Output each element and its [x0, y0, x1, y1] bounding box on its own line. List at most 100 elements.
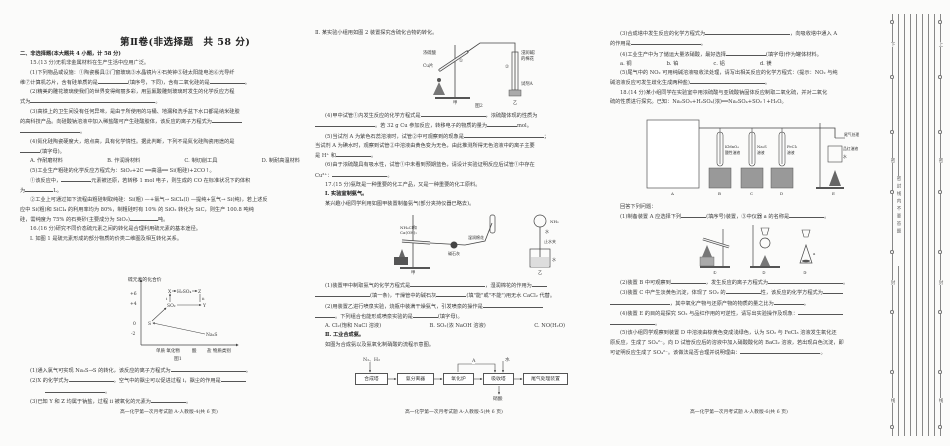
seal-circle — [938, 190, 942, 194]
answer-blank[interactable] — [315, 121, 375, 128]
option-b: b. 铂 — [666, 60, 679, 67]
q16-2-text: (2)X 的化学式为 — [30, 378, 69, 385]
q15-3-text2: 的高科技产品。向硅酸钠溶液中加入稀盐酸可产生硅酸胶体，该反应的离子方程式为 — [20, 119, 212, 126]
answer-blank[interactable] — [335, 151, 371, 158]
q17-3-text: (3)合成塔中发生反应的化学方程式为 — [620, 31, 706, 37]
chart-svg: 硫元素的化合价 +6 +4 0 -2 单质 氧化物 酸 盐 物质类别 X H₂S… — [128, 276, 239, 354]
answer-blank[interactable] — [610, 319, 655, 326]
q17-1-text2: ，湿润棉花的作用为 — [485, 283, 532, 289]
svg-text:湿润棉花: 湿润棉花 — [468, 234, 484, 240]
q16-4-text3: 。若 32 g Cu 参加反应，转移电子的物质的量为 — [375, 123, 488, 130]
answer-blank[interactable] — [482, 302, 543, 308]
answer-blank[interactable] — [211, 117, 242, 124]
setup-options-figure: a ① ② ③ — [695, 225, 825, 275]
answer-blank[interactable] — [129, 215, 158, 222]
answer-blank[interactable] — [420, 111, 486, 117]
answer-blank[interactable] — [410, 281, 486, 287]
seal-notice: 密封线内不要答题 — [895, 176, 901, 266]
answer-blank[interactable] — [681, 212, 707, 219]
answer-blank[interactable] — [30, 97, 156, 104]
answer-blank[interactable] — [220, 376, 246, 383]
answer-blank[interactable] — [436, 291, 467, 298]
answer-blank[interactable] — [68, 376, 114, 383]
svg-text:i: i — [166, 296, 168, 301]
svg-text:-2: -2 — [131, 331, 136, 337]
answer-blank[interactable] — [97, 78, 128, 84]
answer-blank[interactable] — [150, 397, 186, 403]
answer-blank[interactable] — [689, 78, 765, 85]
seal-mark: 下 — [889, 42, 895, 47]
q17-stem: 17.(15 分)氨既是一种重要的化工产品，又是一种重要的化工原料。 — [325, 182, 481, 189]
flow-box-absorber: 吸收塔 — [483, 373, 514, 385]
svg-text:B: B — [718, 191, 721, 196]
q15-2-text2: 式为 — [20, 99, 31, 106]
q16-part1: Ⅰ. 如图 1 是硫元素形成的部分物质的价类二维图及相互转化关系。 — [30, 235, 183, 242]
answer-blank[interactable] — [61, 176, 92, 182]
answer-blank[interactable] — [487, 121, 518, 128]
q15-stem: 15.(13 分)无机非金属材料在生产生活中应用广泛。 — [30, 60, 150, 67]
answer-blank[interactable] — [740, 348, 821, 355]
svg-text:0: 0 — [133, 321, 136, 327]
svg-text:H₂SO₄: H₂SO₄ — [177, 289, 192, 295]
answer-blank[interactable] — [768, 278, 844, 284]
answer-blank[interactable] — [315, 291, 370, 298]
option-b: B. SO₂(浓 NaOH 溶液) — [429, 323, 486, 330]
answer-blank[interactable] — [725, 50, 766, 56]
svg-text:+4: +4 — [130, 301, 137, 307]
svg-text:Z: Z — [198, 289, 201, 295]
answer-blank[interactable] — [45, 387, 105, 393]
option-c: C. NO(H₂O) — [534, 323, 565, 330]
seal-line — [916, 14, 917, 436]
q17-5-text: (5)尾气中的 NO₂ 可用纯碱溶液吸收法处理，请写出相关反应的化学方程式：(提… — [620, 70, 838, 77]
svg-text:①: ① — [713, 270, 717, 275]
flow-a-label: A — [472, 359, 476, 364]
seal-circle — [890, 75, 894, 79]
flow-box-tail-gas: 尾气处理装置 — [523, 373, 568, 385]
q15-5-text: (5)工业生产粗硅的化学反应方程式为：SiO₂+2C ══高温══ Si(粗硅)… — [30, 167, 215, 174]
answer-blank[interactable] — [610, 299, 670, 305]
q18-1-text2: (填序号)装置，③中仪器 a 的名称是 — [706, 214, 790, 221]
answer-blank[interactable] — [25, 186, 54, 193]
q16-6-text: (6)由于浓硫酸具有吸水性，试管①中未看到预期蓝色，请设计实验证明反应后试管①中… — [325, 162, 535, 169]
seal-mark: 封 — [937, 280, 943, 285]
svg-text:SO₂: SO₂ — [167, 303, 176, 309]
answer-intro: 回答下列问题： — [620, 204, 657, 210]
answer-blank[interactable] — [725, 288, 761, 295]
section-heading: 二、非选择题(本大题共 4 小题，计 58 分) — [20, 51, 121, 57]
answer-blank[interactable] — [789, 212, 825, 219]
svg-text:乙: 乙 — [538, 269, 543, 275]
seal-circle — [890, 250, 894, 254]
svg-text:试剂A: 试剂A — [521, 80, 534, 87]
answer-blank[interactable] — [463, 132, 544, 138]
svg-text:C: C — [750, 191, 753, 196]
seal-line — [934, 14, 935, 436]
answer-blank[interactable] — [170, 366, 246, 372]
answer-blank[interactable] — [412, 312, 438, 318]
answer-blank[interactable] — [20, 127, 80, 134]
svg-text:止水夹: 止水夹 — [544, 238, 556, 244]
answer-blank[interactable] — [20, 147, 40, 153]
answer-blank[interactable] — [705, 29, 791, 35]
q15-5-1c: 为 — [20, 188, 26, 195]
ammonia-flow-diagram: N₂、H₂ A 水 合成塔 氨分离器 氧化炉 吸收塔 尾气处理装置 硝酸 — [355, 358, 585, 403]
svg-text:X: X — [168, 289, 172, 295]
q16-3-text: (3)已知 Y 和 Z 均属于钠盐，过程 ii 被氧化的元素为 — [30, 398, 151, 405]
answer-blank[interactable] — [822, 288, 843, 295]
seal-circle — [890, 130, 894, 134]
answer-blank[interactable] — [630, 39, 701, 46]
q18-5-text3: 可证明反应生成了 SO₄²⁻。该做法是否合理并说明理由： — [610, 350, 741, 357]
answer-blank[interactable] — [332, 171, 388, 177]
seal-mark: 线 — [889, 398, 895, 403]
answer-blank[interactable] — [773, 299, 804, 305]
q15-1-text: (1)下列物品或设施：①陶瓷餐具②门窗玻璃③水晶镜片④石英钟⑤硅太阳能电池⑥光导… — [30, 69, 235, 76]
answer-blank[interactable] — [315, 312, 335, 318]
answer-blank[interactable] — [209, 78, 245, 84]
svg-text:甲: 甲 — [453, 100, 457, 105]
answer-blank[interactable] — [670, 278, 706, 284]
answer-blank[interactable] — [798, 309, 844, 315]
q17-3-text2: ，向吸收塔中通入 A — [790, 31, 838, 37]
q18-5-text2: 原反应，生成了 SO₄²⁻。向 D 试管反应后的溶液中加入硝酸酸化的 BaCl₂… — [610, 339, 844, 346]
q15-5-1b: 元素被还原，若转移 1 mol 电子，则生成的 CO 在标准状况下的体积 — [91, 177, 251, 184]
answer-blank[interactable] — [531, 281, 547, 287]
so2-svg: KMnO₄ 酸性溶液 Na₂S 溶液 FeCl₃ 溶液 尾气处理 品红溶液 水 … — [646, 119, 859, 196]
